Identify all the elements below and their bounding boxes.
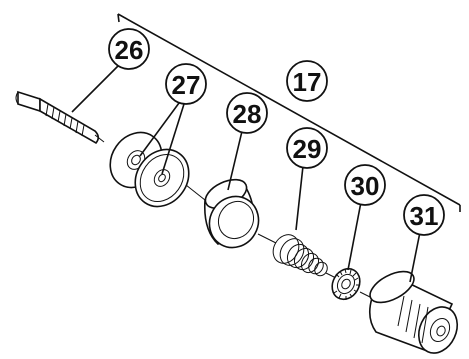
callout-29-label: 29 — [293, 134, 322, 164]
callout-30-label: 30 — [351, 171, 380, 201]
callout-31: 31 — [403, 194, 445, 236]
callout-17: 17 — [286, 60, 328, 102]
part-28-cup — [203, 178, 277, 249]
part-31-knob — [368, 270, 459, 354]
part-26-threaded-shaft — [15, 90, 105, 145]
callout-17-label: 17 — [293, 67, 322, 97]
leader-lines — [71, 65, 421, 283]
callout-27-label: 27 — [172, 70, 201, 100]
callout-26: 26 — [108, 28, 150, 70]
callout-28-label: 28 — [233, 99, 262, 129]
part-27-discs — [109, 131, 206, 208]
callout-29: 29 — [286, 127, 328, 169]
part-30-serrated-washer — [331, 267, 373, 301]
part-29-spring — [272, 234, 337, 279]
callout-26-label: 26 — [115, 35, 144, 65]
callout-27: 27 — [165, 63, 207, 105]
assembly-bracket — [117, 13, 461, 212]
callout-30: 30 — [344, 164, 386, 206]
callout-31-label: 31 — [410, 201, 439, 231]
callout-28: 28 — [226, 92, 268, 134]
